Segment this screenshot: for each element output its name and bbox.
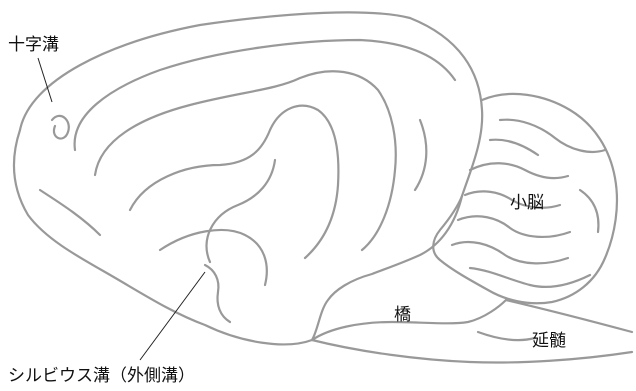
gyrus-line-6 [40, 190, 100, 235]
gyrus-line-4 [160, 230, 267, 285]
pons-label: 橋 [394, 307, 411, 324]
cerebellum-folia-5 [470, 268, 590, 287]
cerebellum-folia-1 [470, 163, 568, 178]
gyrus-line-5 [206, 160, 275, 262]
cerebrum-outline [14, 12, 482, 344]
gyrus-line-2 [95, 71, 396, 250]
cerebellum-folia-4 [452, 242, 568, 263]
cerebellum-folia-8 [580, 190, 598, 232]
medulla-inner-line [478, 332, 535, 340]
gyrus-line-1 [75, 40, 455, 150]
sylvian-sulcus-leader [140, 272, 205, 360]
cruciate-sulcus-label: 十字溝 [8, 37, 59, 54]
medulla-label: 延髄 [532, 333, 566, 350]
sylvian-sulcus-label: シルビウス溝（外側溝） [8, 368, 195, 385]
gyrus-line-8 [415, 120, 426, 190]
cerebellum-label: 小脳 [510, 195, 544, 212]
medulla-outline-top [506, 300, 632, 332]
cerebellum-folia-7 [490, 140, 538, 155]
gyrus-line-3 [130, 106, 338, 258]
sylvian-fissure-outline [205, 265, 230, 322]
gyrus-line-7 [52, 116, 69, 139]
cerebellum-folia-3 [458, 216, 570, 237]
medulla-outline-bottom [312, 340, 632, 363]
